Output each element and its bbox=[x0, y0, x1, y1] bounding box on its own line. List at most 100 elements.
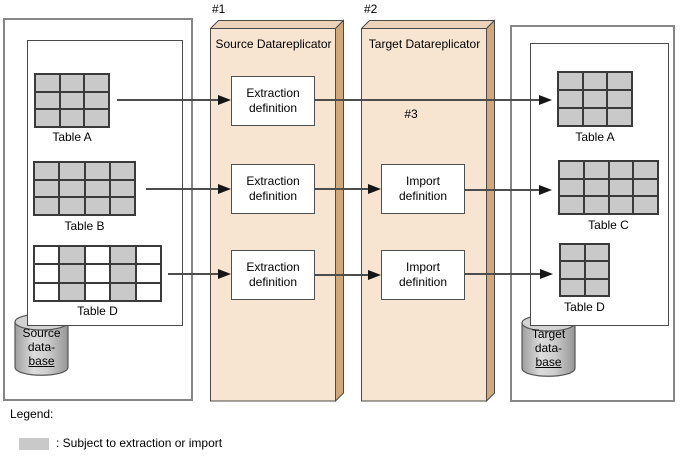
target-table-d-grid bbox=[559, 243, 610, 297]
target-table-a-grid bbox=[557, 71, 633, 127]
table-cell bbox=[110, 246, 136, 265]
table-cell bbox=[607, 90, 632, 108]
step-label-1: #1 bbox=[212, 2, 226, 16]
table-cell bbox=[59, 179, 85, 198]
table-cell bbox=[582, 90, 608, 108]
source-database-label: Source data- base bbox=[14, 326, 69, 368]
table-cell bbox=[34, 282, 60, 301]
table-cell bbox=[633, 178, 658, 197]
arrow-import-to-target-table-c bbox=[465, 189, 540, 191]
table-cell bbox=[109, 179, 135, 198]
table-cell bbox=[583, 161, 609, 179]
table-cell bbox=[59, 109, 85, 127]
arrow-extraction-to-import-row2 bbox=[315, 188, 369, 190]
table-cell bbox=[560, 278, 585, 296]
table-cell bbox=[84, 109, 109, 127]
arrowhead-icon bbox=[218, 269, 231, 279]
table-cell bbox=[135, 246, 161, 265]
table-cell bbox=[583, 178, 609, 197]
target-datareplicator-box bbox=[361, 19, 495, 402]
table-cell bbox=[59, 91, 85, 110]
arrowhead-icon bbox=[218, 95, 231, 105]
table-cell bbox=[559, 161, 584, 179]
source-datareplicator-title: Source Datareplicator bbox=[215, 37, 332, 51]
extraction-definition-box-3: Extraction definition bbox=[231, 250, 315, 300]
import-definition-box-2: Import definition bbox=[381, 250, 465, 300]
table-cell bbox=[559, 196, 584, 214]
table-cell bbox=[59, 282, 85, 301]
table-cell bbox=[59, 74, 85, 92]
table-cell bbox=[84, 179, 110, 198]
table-cell bbox=[558, 108, 583, 126]
legend-title: Legend: bbox=[10, 407, 54, 421]
source-table-a-grid bbox=[34, 73, 110, 128]
step-label-3: #3 bbox=[404, 107, 418, 121]
table-cell bbox=[59, 246, 85, 265]
table-cell bbox=[582, 108, 608, 126]
table-cell bbox=[84, 197, 110, 215]
target-db-line2: data- bbox=[534, 341, 563, 355]
table-cell bbox=[35, 109, 60, 127]
target-database-container bbox=[510, 25, 675, 402]
table-cell bbox=[607, 72, 632, 90]
legend-shaded-swatch bbox=[19, 438, 49, 450]
table-cell bbox=[607, 108, 632, 126]
table-cell bbox=[84, 162, 110, 180]
table-cell bbox=[135, 282, 161, 301]
target-table-c-label: Table C bbox=[588, 218, 629, 232]
source-table-a-label: Table A bbox=[52, 130, 92, 144]
table-cell bbox=[59, 197, 85, 215]
table-cell bbox=[584, 261, 609, 279]
arrow-table-a-to-extraction bbox=[117, 99, 219, 101]
source-table-d-label: Table D bbox=[77, 304, 118, 318]
table-cell bbox=[109, 197, 135, 215]
table-cell bbox=[109, 162, 135, 180]
table-cell bbox=[35, 91, 60, 110]
target-table-c-grid bbox=[558, 160, 659, 215]
source-table-b-label: Table B bbox=[64, 219, 105, 233]
arrow-table-d-to-extraction bbox=[168, 273, 219, 275]
source-table-d-grid bbox=[33, 245, 162, 302]
table-cell bbox=[110, 282, 136, 301]
table-cell bbox=[560, 261, 585, 279]
table-cell bbox=[59, 162, 85, 180]
target-table-a-label: Table A bbox=[575, 130, 615, 144]
step-label-2: #2 bbox=[364, 2, 378, 16]
table-cell bbox=[110, 264, 136, 283]
table-cell bbox=[584, 278, 609, 296]
extraction-definition-box-2: Extraction definition bbox=[231, 164, 315, 214]
arrowhead-icon bbox=[539, 95, 552, 105]
source-db-line3: base bbox=[28, 354, 55, 368]
target-datareplicator-title: Target Datareplicator bbox=[368, 37, 481, 51]
target-table-d-label: Table D bbox=[564, 300, 605, 314]
table-cell bbox=[34, 162, 60, 180]
arrowhead-icon bbox=[540, 269, 553, 279]
legend-entry-text: : Subject to extraction or import bbox=[56, 436, 223, 450]
table-cell bbox=[84, 91, 109, 110]
table-cell bbox=[34, 246, 60, 265]
table-cell bbox=[84, 282, 111, 301]
arrow-extraction-to-import-row3 bbox=[315, 274, 369, 276]
table-cell bbox=[582, 72, 608, 90]
target-db-line3: base bbox=[535, 355, 562, 369]
import-definition-box-1: Import definition bbox=[381, 164, 465, 214]
target-database-label: Target data- base bbox=[521, 327, 576, 369]
source-database-container bbox=[3, 18, 193, 401]
table-cell bbox=[84, 264, 111, 283]
source-db-line2: data- bbox=[27, 340, 56, 354]
arrow-extraction-to-target-table-a bbox=[315, 99, 539, 101]
table-cell bbox=[34, 179, 60, 198]
table-cell bbox=[584, 244, 609, 262]
table-cell bbox=[608, 196, 634, 214]
source-db-line1: Source bbox=[22, 326, 61, 340]
table-cell bbox=[608, 178, 634, 197]
table-cell bbox=[34, 197, 60, 215]
table-cell bbox=[84, 246, 111, 265]
target-db-line1: Target bbox=[531, 327, 566, 341]
table-cell bbox=[135, 264, 161, 283]
table-cell bbox=[35, 74, 60, 92]
table-cell bbox=[59, 264, 85, 283]
arrowhead-icon bbox=[368, 184, 381, 194]
source-table-b-grid bbox=[33, 161, 136, 216]
